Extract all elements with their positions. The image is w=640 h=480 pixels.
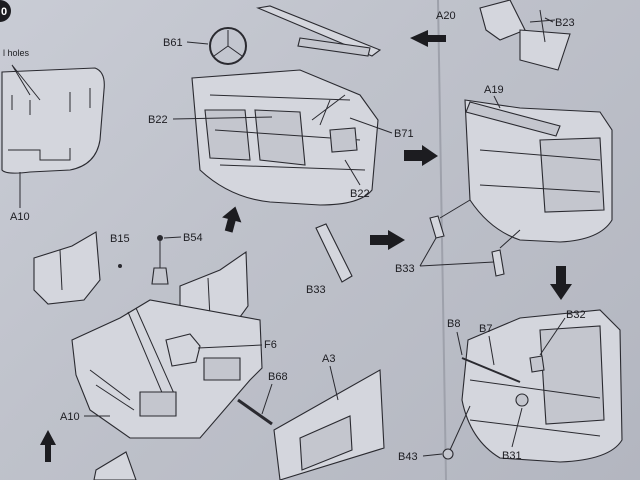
part-b33-right bbox=[491, 249, 505, 277]
steering-wheel-b61 bbox=[209, 27, 247, 65]
seat-partial-bottom bbox=[93, 451, 137, 480]
part-final-assembly bbox=[442, 309, 623, 463]
arrow-right-lower bbox=[370, 230, 405, 250]
part-b68 bbox=[237, 398, 273, 426]
floor-a10-bottom bbox=[71, 299, 263, 439]
label-a20: A20 bbox=[436, 10, 456, 22]
label-b61: B61 bbox=[163, 37, 183, 49]
label-a19: A19 bbox=[484, 84, 504, 96]
label-b32: B32 bbox=[566, 309, 586, 321]
label-a3: A3 bbox=[322, 353, 335, 365]
part-f6 bbox=[165, 333, 201, 367]
part-a3 bbox=[273, 369, 385, 480]
arrow-left-top bbox=[410, 30, 446, 47]
label-b68: B68 bbox=[268, 371, 288, 383]
part-b71-bar bbox=[256, 5, 382, 57]
arrow-up-center bbox=[222, 206, 242, 233]
label-b43: B43 bbox=[398, 451, 418, 463]
label-b71: B71 bbox=[394, 128, 414, 140]
part-b15 bbox=[118, 264, 122, 268]
part-a10-top bbox=[1, 64, 105, 174]
label-b31: B31 bbox=[502, 450, 522, 462]
step-number-badge: 0 bbox=[0, 0, 11, 22]
part-b23 bbox=[519, 9, 571, 71]
label-b33-mid: B33 bbox=[306, 284, 326, 296]
label-b22-bottom: B22 bbox=[350, 188, 370, 200]
part-b33-left bbox=[429, 215, 445, 239]
label-b8: B8 bbox=[447, 318, 460, 330]
seat-left bbox=[33, 231, 101, 305]
label-b22-left: B22 bbox=[148, 114, 168, 126]
step-number: 0 bbox=[1, 6, 7, 18]
arrow-up-bottom-left bbox=[40, 430, 56, 462]
label-a10-top: A10 bbox=[10, 211, 30, 223]
arrow-right-mid bbox=[404, 145, 438, 166]
label-b7: B7 bbox=[479, 323, 492, 335]
label-f6: F6 bbox=[264, 339, 277, 351]
page-fold bbox=[437, 0, 447, 480]
arrow-down-right bbox=[550, 266, 572, 300]
holes-note: l holes bbox=[3, 48, 30, 58]
part-b33-mid bbox=[315, 223, 353, 283]
label-a10-bottom: A10 bbox=[60, 411, 80, 423]
part-b54 bbox=[151, 235, 169, 285]
label-b54: B54 bbox=[183, 232, 203, 244]
label-b33-right: B33 bbox=[395, 263, 415, 275]
cab-interior-assembly bbox=[191, 69, 379, 206]
part-a19-assembly bbox=[439, 99, 613, 249]
part-a20 bbox=[479, 0, 526, 41]
label-b23: B23 bbox=[555, 17, 575, 29]
label-b15: B15 bbox=[110, 233, 130, 245]
